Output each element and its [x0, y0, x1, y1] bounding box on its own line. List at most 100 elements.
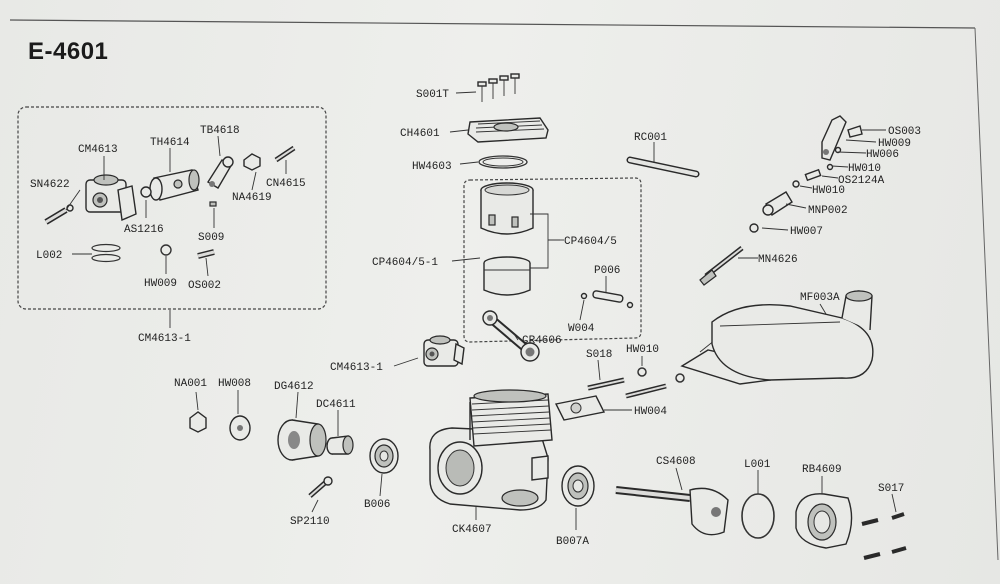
head-gasket — [478, 155, 528, 169]
label-CS4608: CS4608 — [656, 456, 696, 468]
label-S017: S017 — [878, 483, 904, 495]
prop-nut — [189, 411, 207, 433]
label-DG4612: DG4612 — [274, 381, 314, 393]
label-TH4614: TH4614 — [150, 137, 190, 149]
label-HW4603: HW4603 — [412, 161, 452, 173]
label-NA4619: NA4619 — [232, 192, 272, 204]
collet — [326, 435, 354, 455]
o-rings-l002 — [91, 243, 121, 263]
pushrod — [626, 156, 700, 178]
carburetor-body — [85, 174, 137, 222]
label-L001: L001 — [744, 459, 771, 471]
cylinder-liner — [480, 182, 534, 235]
page-right-border — [974, 27, 999, 561]
washer-hw010-b — [792, 180, 800, 188]
diagram-title: E-4601 — [28, 38, 109, 65]
label-SN4622: SN4622 — [30, 179, 70, 191]
rear-bearing — [561, 465, 595, 507]
throttle-barrel — [149, 169, 200, 201]
label-B006: B006 — [364, 499, 390, 511]
label-OS003: OS003 — [888, 126, 921, 138]
piston-pin — [580, 290, 634, 309]
piston-bracket — [530, 213, 560, 269]
screw-os2124a — [804, 168, 822, 182]
cylinder-head — [467, 117, 549, 143]
gasket-l001 — [741, 493, 775, 539]
label-TB4618: TB4618 — [200, 125, 240, 137]
prop-washer — [229, 415, 251, 441]
label-S001T: S001T — [416, 89, 449, 101]
label-HW009-a: HW009 — [878, 138, 911, 150]
screw-sp2110 — [308, 476, 333, 498]
label-S009: S009 — [198, 232, 224, 244]
label-B007A: B007A — [556, 536, 589, 548]
screw-s009 — [209, 201, 217, 207]
label-OS002: OS002 — [188, 280, 221, 292]
needle-valve-body — [762, 191, 793, 216]
label-NA001: NA001 — [174, 378, 207, 390]
head-bolts — [477, 73, 520, 102]
washer-hw010 — [826, 163, 834, 171]
label-DC4611: DC4611 — [316, 399, 356, 411]
label-W004: W004 — [568, 323, 595, 335]
label-CM4613: CM4613 — [78, 144, 118, 156]
throttle-arm-tb4618 — [207, 156, 234, 189]
label-CM4613-1-a: CM4613-1 — [138, 333, 191, 345]
label-OS2124A: OS2124A — [838, 175, 885, 187]
label-CN4615: CN4615 — [266, 178, 306, 190]
screw-cn4615 — [274, 145, 296, 163]
label-SP2110: SP2110 — [290, 516, 330, 528]
label-HW004: HW004 — [634, 406, 667, 418]
rear-cover — [795, 493, 853, 549]
nut-na4619 — [243, 153, 261, 171]
drive-hub — [277, 419, 327, 461]
carburetor-assembly — [423, 335, 465, 367]
label-HW006: HW006 — [866, 149, 899, 161]
o-ring-hw007 — [749, 223, 759, 233]
needle-mn4626 — [699, 246, 744, 286]
label-HW010-c: HW010 — [626, 344, 659, 356]
piston-group-box — [463, 177, 642, 343]
label-HW010-a: HW010 — [848, 163, 881, 175]
label-HW009-b: HW009 — [144, 278, 177, 290]
label-CP4604-5: CP4604/5 — [564, 236, 617, 248]
label-L002: L002 — [36, 250, 62, 262]
connecting-rod — [482, 310, 540, 362]
spring-as1216 — [140, 186, 152, 198]
label-CM4613-1-b: CM4613-1 — [330, 362, 383, 374]
label-AS1216: AS1216 — [124, 224, 164, 236]
piston — [483, 256, 531, 296]
label-CR4606: CR4606 — [522, 335, 562, 347]
rear-cover-screws — [861, 512, 907, 560]
label-CK4607: CK4607 — [452, 524, 492, 536]
label-MN4626: MN4626 — [758, 254, 798, 266]
crankshaft — [615, 486, 729, 536]
label-CH4601: CH4601 — [400, 128, 440, 140]
label-P006: P006 — [594, 265, 620, 277]
carburetor-group-box — [17, 106, 327, 310]
crankcase — [429, 389, 553, 511]
label-RC001: RC001 — [634, 132, 667, 144]
label-HW008: HW008 — [218, 378, 251, 390]
muffler-gasket — [554, 395, 606, 421]
label-CP4604-5-1: CP4604/5-1 — [372, 257, 438, 269]
label-S018: S018 — [586, 349, 612, 361]
throttle-arm — [821, 115, 863, 161]
front-bearing — [369, 438, 399, 474]
muffler-bolts — [587, 367, 685, 399]
label-MF003A: MF003A — [800, 292, 840, 304]
washer-hw009-b — [160, 244, 172, 256]
needle-sn4622 — [44, 204, 74, 225]
part-labels: S001T CH4601 HW4603 RC001 CP4604/5 CP460… — [30, 89, 921, 548]
washer-hw009 — [834, 146, 842, 154]
fitting-os002 — [197, 249, 215, 259]
label-HW007: HW007 — [790, 226, 823, 238]
label-HW010-b: HW010 — [812, 185, 845, 197]
muffler — [680, 290, 874, 385]
label-MNP002: MNP002 — [808, 205, 848, 217]
page-top-border — [9, 19, 976, 29]
leader-lines — [65, 91, 897, 530]
label-RB4609: RB4609 — [802, 464, 842, 476]
